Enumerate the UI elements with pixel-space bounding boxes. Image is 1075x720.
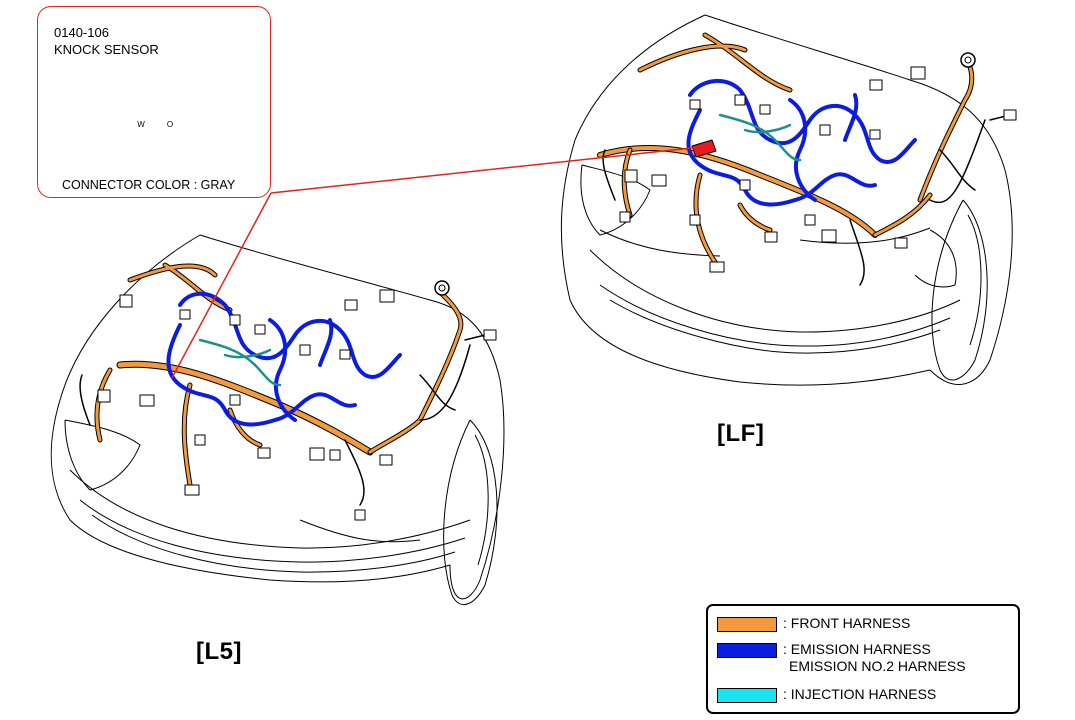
legend-label-front: : FRONT HARNESS: [783, 615, 911, 631]
harness-l5: [79, 262, 497, 521]
legend-swatch-emission: [717, 643, 777, 658]
pin-o-label: O: [166, 120, 174, 129]
injection-harness-l5: [198, 338, 282, 387]
connectors-lf: [619, 66, 1017, 273]
legend-item-front: : FRONT HARNESS: [717, 615, 910, 632]
legend-item-emission: : EMISSION HARNESS EMISSION NO.2 HARNESS: [717, 641, 966, 675]
harness-legend: : FRONT HARNESS : EMISSION HARNESS EMISS…: [706, 604, 1020, 714]
connector-name: KNOCK SENSOR: [54, 42, 159, 57]
connectors-l5: [97, 289, 497, 521]
front-harness-lf: [597, 32, 975, 265]
ground-terminal-lf: [960, 52, 976, 68]
legend-label-injection: : INJECTION HARNESS: [783, 686, 937, 702]
emission-harness-lf: [686, 78, 917, 207]
harness-lf: [597, 32, 1017, 286]
legend-label-emission-group: : EMISSION HARNESS EMISSION NO.2 HARNESS: [783, 641, 966, 675]
pin-w-label: W: [137, 120, 145, 129]
car-l5-outline: [50, 234, 505, 606]
misc-wires-lf: [602, 114, 1011, 286]
car-lf-outline: [560, 14, 1013, 386]
injection-harness-lf: [718, 113, 802, 162]
connector-color-note: CONNECTOR COLOR : GRAY: [62, 178, 236, 192]
legend-item-injection: : INJECTION HARNESS: [717, 686, 936, 703]
callout-leader-lines: [171, 146, 702, 379]
legend-label-emission: : EMISSION HARNESS: [783, 641, 931, 657]
front-harness-l5: [94, 262, 464, 488]
view-label-lf: [LF]: [717, 420, 765, 447]
misc-wires-l5: [79, 334, 486, 506]
emission-harness-l5: [166, 291, 402, 427]
legend-swatch-front: [717, 617, 777, 632]
connector-callout: 0140-106 KNOCK SENSOR CONNECTOR COLOR : …: [37, 6, 271, 198]
legend-swatch-injection: [717, 688, 777, 703]
ground-terminal-l5: [434, 280, 450, 296]
leader-line-l5: [171, 192, 272, 379]
knock-sensor-marker-lf: [691, 139, 717, 158]
legend-label-emission-no2: EMISSION NO.2 HARNESS: [789, 658, 966, 674]
connector-code: 0140-106: [54, 25, 109, 40]
view-label-l5: [L5]: [196, 638, 242, 665]
leader-line-lf: [270, 146, 702, 194]
